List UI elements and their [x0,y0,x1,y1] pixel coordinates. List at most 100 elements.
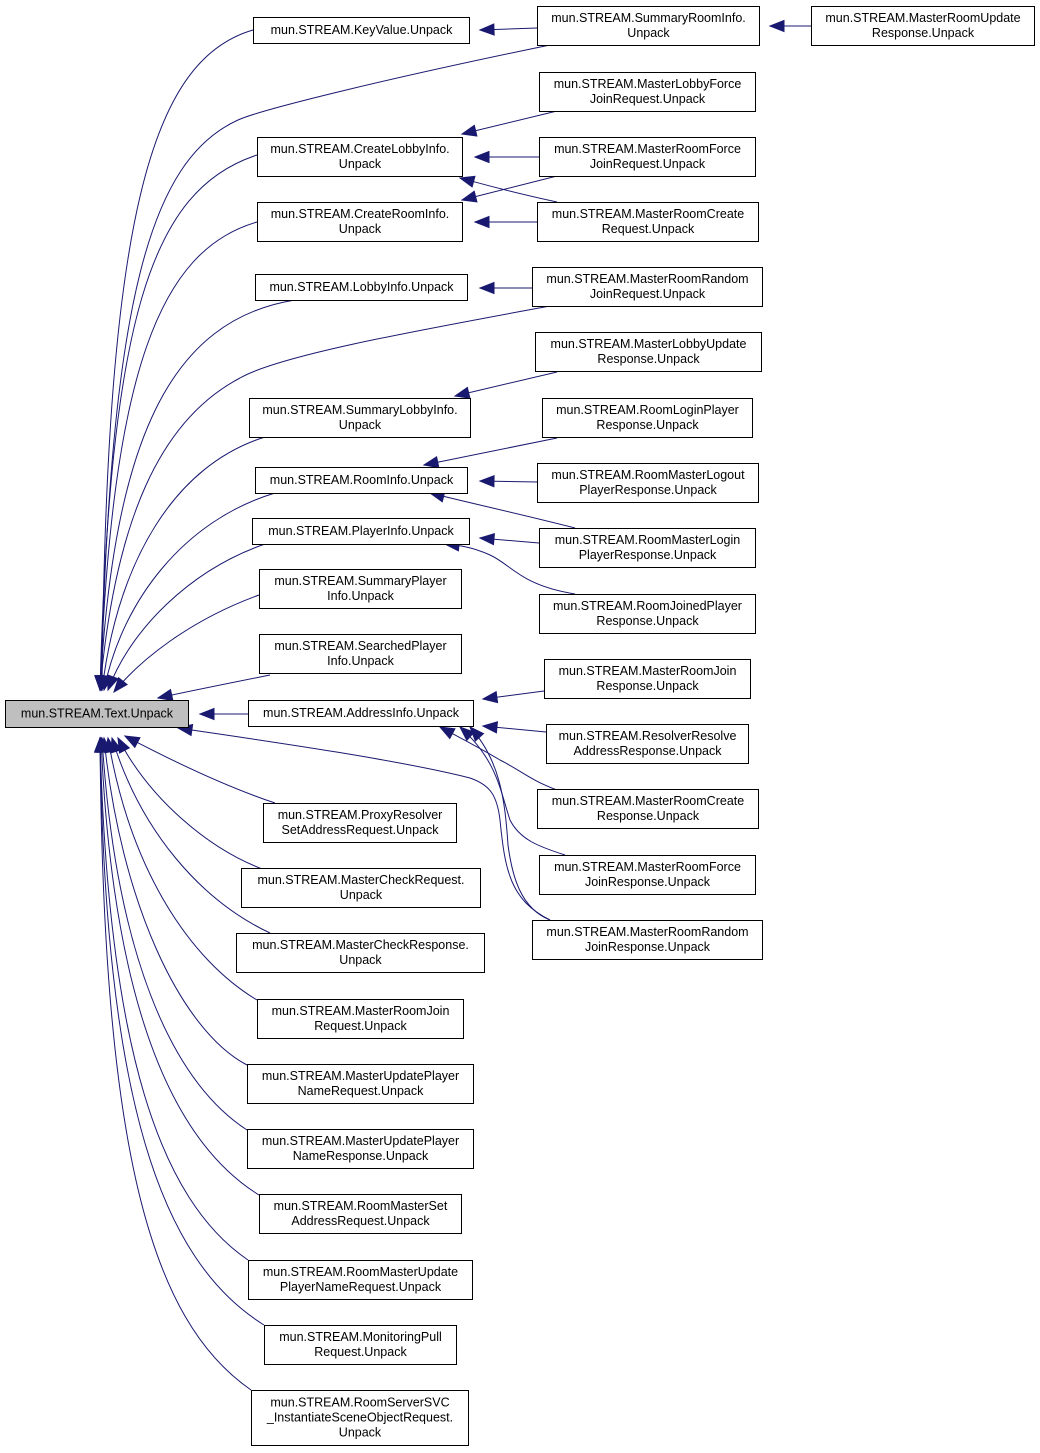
edge-n10-to-n0 [99,305,551,691]
node-box[interactable] [248,1260,473,1300]
node-box[interactable] [255,467,468,494]
node-box[interactable] [259,634,462,674]
node-box[interactable] [537,463,759,503]
node-label: mun.STREAM.CreateLobbyInfo. [270,142,449,156]
node-box[interactable] [537,202,759,242]
node-box[interactable] [263,803,457,843]
node-box[interactable] [257,202,463,242]
node-box[interactable] [537,6,760,46]
graph-node[interactable]: mun.STREAM.AddressInfo.Unpack [248,700,474,727]
edge-arrowhead [473,150,490,164]
node-label: _InstantiateSceneObjectRequest. [266,1411,453,1425]
graph-node[interactable]: mun.STREAM.ResolverResolveAddressRespons… [546,724,749,764]
graph-node[interactable]: mun.STREAM.RoomServerSVC_InstantiateScen… [251,1390,469,1446]
node-box[interactable] [247,1064,474,1104]
node-box[interactable] [241,868,481,908]
node-box[interactable] [542,398,753,438]
node-box[interactable] [546,724,749,764]
node-box[interactable] [539,594,756,634]
edge-n31-to-n0 [103,737,248,1066]
graph-node[interactable]: mun.STREAM.CreateLobbyInfo.Unpack [257,137,463,177]
node-box[interactable] [539,137,756,177]
graph-node[interactable]: mun.STREAM.PlayerInfo.Unpack [252,518,470,545]
edge-n16-to-n0 [107,543,266,691]
node-label: Unpack [627,26,670,40]
graph-node[interactable]: mun.STREAM.ProxyResolverSetAddressReques… [263,803,457,843]
graph-node[interactable]: mun.STREAM.SummaryLobbyInfo.Unpack [249,398,471,438]
node-box[interactable] [811,6,1035,46]
edge-n33-to-n0 [100,737,260,1196]
graph-node[interactable]: mun.STREAM.MasterLobbyUpdateResponse.Unp… [535,332,762,372]
edge-arrowhead [458,726,475,742]
node-label: mun.STREAM.SummaryLobbyInfo. [262,403,457,417]
node-box[interactable] [539,855,756,895]
graph-node[interactable]: mun.STREAM.MasterLobbyForceJoinRequest.U… [539,72,756,112]
node-box[interactable] [251,1390,469,1446]
graph-node[interactable]: mun.STREAM.RoomMasterUpdatePlayerNameReq… [248,1260,473,1300]
node-label: mun.STREAM.PlayerInfo.Unpack [268,524,454,538]
node-box[interactable] [236,933,485,973]
node-box[interactable] [532,267,763,307]
edge-n35-to-n0 [99,737,265,1326]
node-label: PlayerResponse.Unpack [579,483,717,497]
node-box[interactable] [264,1325,457,1365]
edge-n1-to-n0 [101,29,254,691]
node-box[interactable] [257,137,463,177]
edge-n4-to-n5 [461,110,558,135]
node-box[interactable] [248,700,474,727]
graph-node[interactable]: mun.STREAM.MasterRoomCreateResponse.Unpa… [537,789,759,829]
node-label: mun.STREAM.Text.Unpack [21,707,174,721]
graph-node[interactable]: mun.STREAM.MasterCheckResponse.Unpack [236,933,485,973]
graph-nodes: mun.STREAM.Text.Unpack mun.STREAM.KeyValu… [5,6,1035,1446]
node-box[interactable] [255,274,468,301]
graph-node[interactable]: mun.STREAM.MasterUpdatePlayerNameRespons… [247,1129,474,1169]
graph-node[interactable]: mun.STREAM.RoomJoinedPlayerResponse.Unpa… [539,594,756,634]
node-box[interactable] [259,1194,462,1234]
graph-node[interactable]: mun.STREAM.RoomInfo.Unpack [255,467,468,494]
node-label: Request.Unpack [602,222,695,236]
node-box[interactable] [257,999,464,1039]
node-box[interactable] [247,1129,474,1169]
focus-node[interactable]: mun.STREAM.Text.Unpack [5,700,189,728]
edge-arrowhead [438,726,456,740]
graph-node[interactable]: mun.STREAM.MasterUpdatePlayerNameRequest… [247,1064,474,1104]
node-box[interactable] [253,17,470,44]
graph-node[interactable]: mun.STREAM.MasterRoomForceJoinResponse.U… [539,855,756,895]
graph-node[interactable]: mun.STREAM.CreateRoomInfo.Unpack [257,202,463,242]
node-box[interactable] [537,789,759,829]
node-label: JoinRequest.Unpack [590,157,706,171]
node-box[interactable] [532,920,763,960]
graph-node[interactable]: mun.STREAM.MasterRoomUpdateResponse.Unpa… [811,6,1035,46]
graph-node[interactable]: mun.STREAM.RoomMasterLoginPlayerResponse… [539,528,756,568]
node-box[interactable] [539,528,756,568]
edge-n27-to-n0 [117,737,266,871]
node-label: JoinResponse.Unpack [585,875,711,889]
node-box[interactable] [544,659,751,699]
graph-node[interactable]: mun.STREAM.SummaryRoomInfo.Unpack [537,6,760,46]
graph-node[interactable]: mun.STREAM.RoomMasterSetAddressRequest.U… [259,1194,462,1234]
node-label: mun.STREAM.MasterLobbyForce [554,77,742,91]
edge-arrowhead [107,674,119,692]
node-box[interactable] [539,72,756,112]
node-box[interactable] [5,700,189,728]
graph-node[interactable]: mun.STREAM.MasterRoomForceJoinRequest.Un… [539,137,756,177]
node-box[interactable] [535,332,762,372]
node-box[interactable] [249,398,471,438]
graph-node[interactable]: mun.STREAM.RoomLoginPlayerResponse.Unpac… [542,398,753,438]
graph-node[interactable]: mun.STREAM.KeyValue.Unpack [253,17,470,44]
node-box[interactable] [252,518,470,545]
node-box[interactable] [259,569,462,609]
graph-node[interactable]: mun.STREAM.MasterRoomRandomJoinRequest.U… [532,267,763,307]
node-label: mun.STREAM.RoomMasterLogin [555,533,741,547]
graph-node[interactable]: mun.STREAM.RoomMasterLogoutPlayerRespons… [537,463,759,503]
graph-node[interactable]: mun.STREAM.MasterRoomRandomJoinResponse.… [532,920,763,960]
graph-node[interactable]: mun.STREAM.MasterRoomCreateRequest.Unpac… [537,202,759,242]
graph-node[interactable]: mun.STREAM.LobbyInfo.Unpack [255,274,468,301]
graph-node[interactable]: mun.STREAM.MasterCheckRequest.Unpack [241,868,481,908]
edge-arrowhead [478,475,495,488]
